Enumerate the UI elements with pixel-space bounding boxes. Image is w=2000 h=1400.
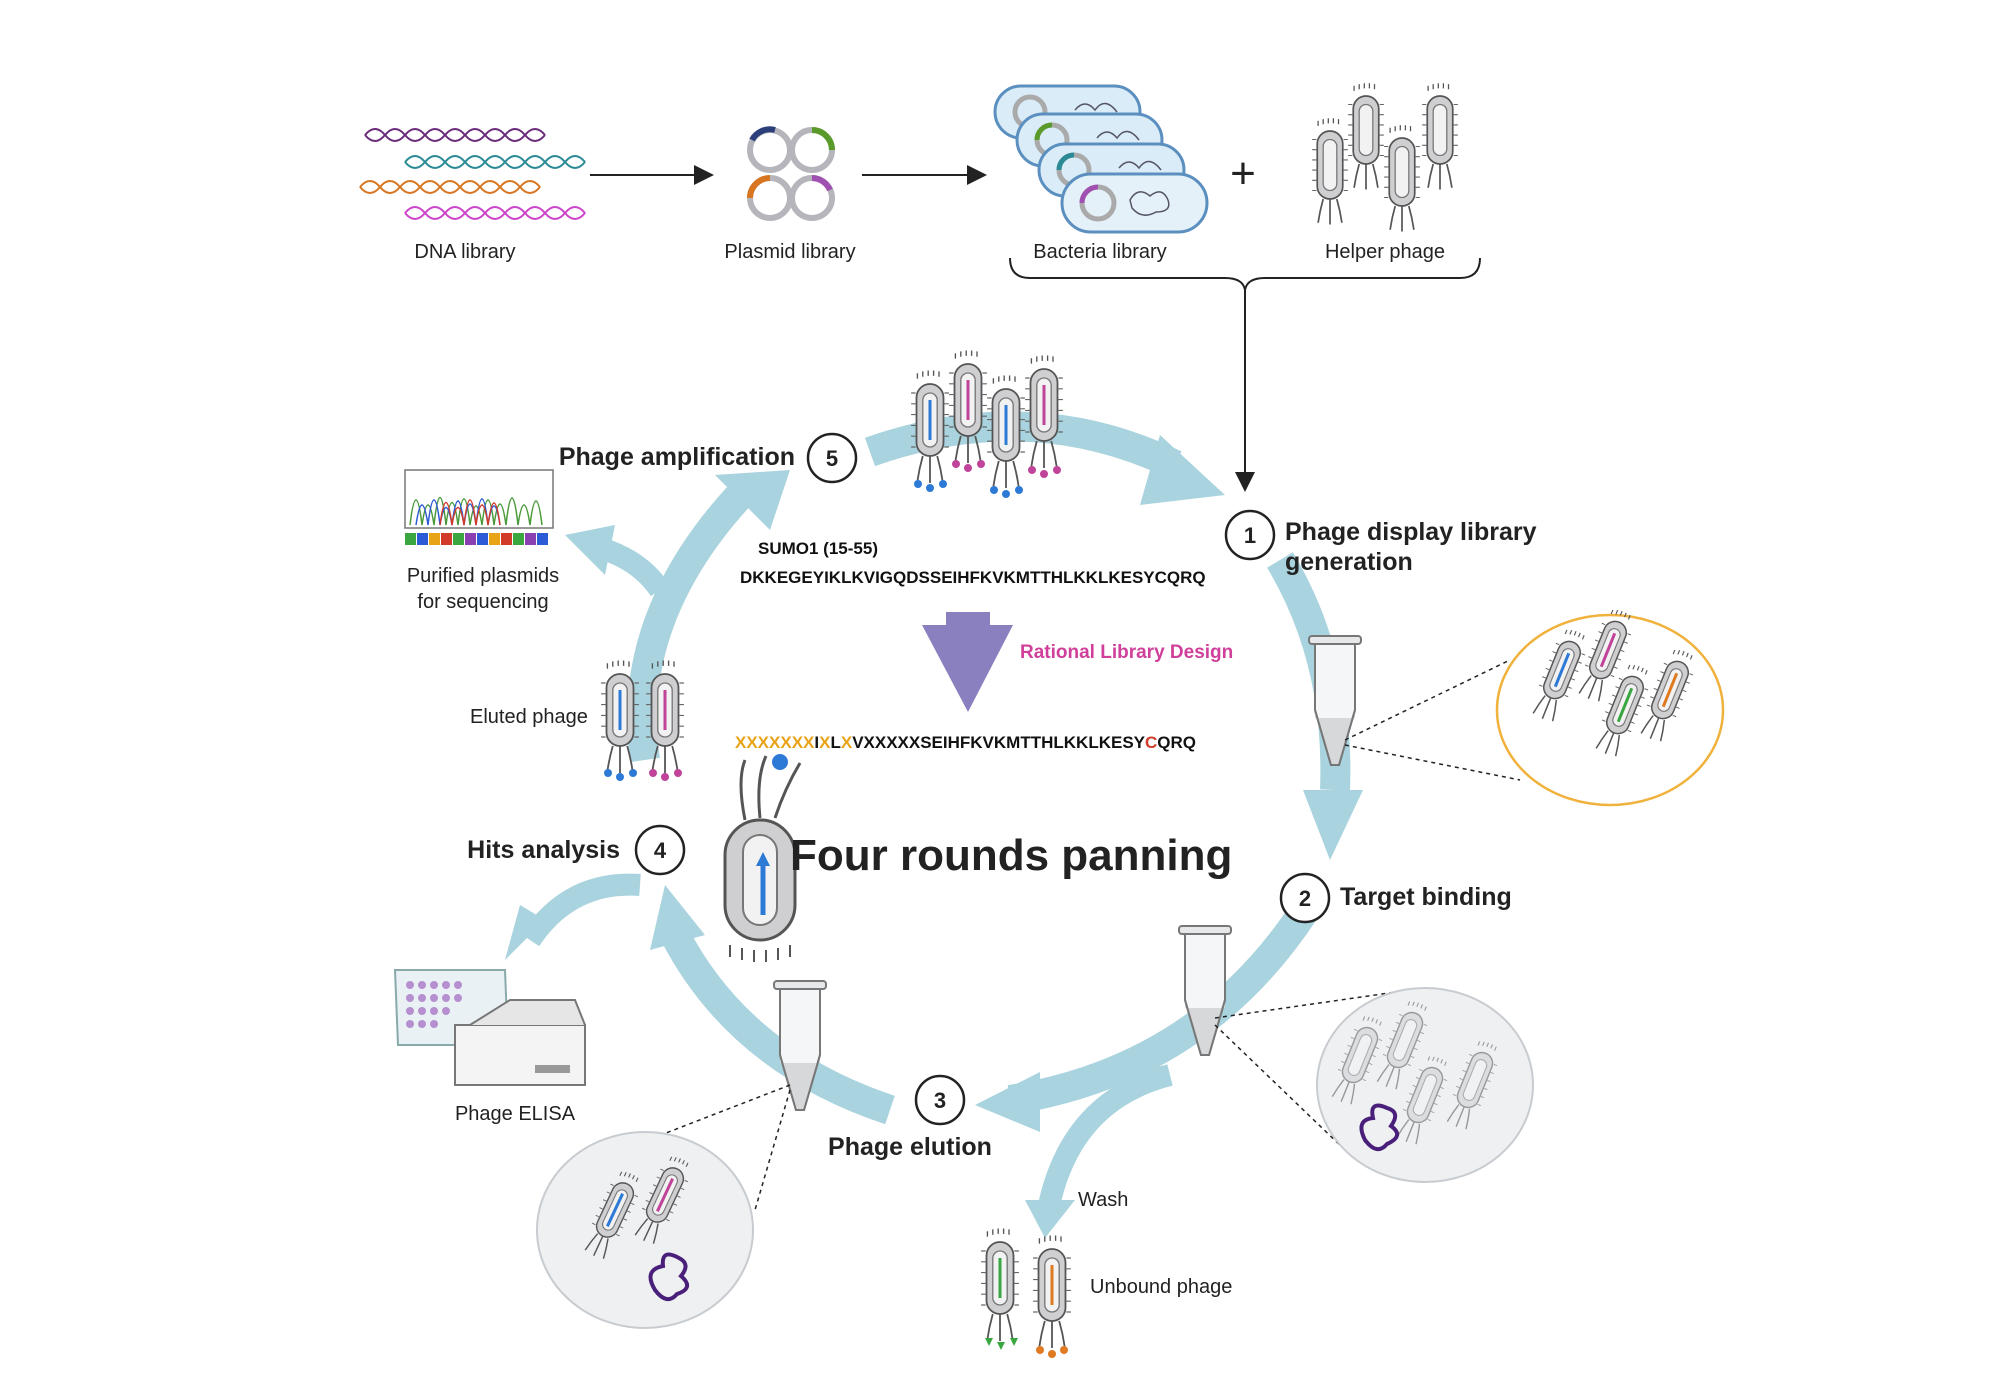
svg-text:2: 2 <box>1299 886 1311 911</box>
purified-plasmids-label-line2: for sequencing <box>417 591 548 613</box>
library-tube-icon <box>1308 635 1362 766</box>
wash-label: Wash <box>1078 1189 1128 1211</box>
large-phage-icon <box>723 754 802 962</box>
eluted-phage-label: Eluted phage <box>470 706 588 728</box>
zoom-line-3b <box>754 1089 791 1211</box>
zoom-line-2b <box>1214 1024 1346 1151</box>
plus-sign: + <box>1230 149 1256 198</box>
chromatogram-icon <box>404 469 554 545</box>
svg-text:5: 5 <box>826 446 838 471</box>
cycle-arrowheads <box>650 435 1363 1132</box>
helper-phage-icon <box>1311 82 1459 233</box>
purified-plasmids-label: Purified plasmids <box>407 565 559 587</box>
zoom-line-2a <box>1214 989 1411 1019</box>
panning-label: Four rounds panning <box>790 831 1232 880</box>
zoom-line-1a <box>1344 659 1511 741</box>
zoom-line-1b <box>1344 744 1521 781</box>
binding-zoom-circle <box>1316 987 1534 1183</box>
sumo-title: SUMO1 (15-55) <box>758 539 878 558</box>
elution-zoom-circle <box>536 1131 754 1329</box>
design-label: Rational Library Design <box>1020 642 1233 663</box>
step-4-label: Hits analysis <box>467 836 620 864</box>
branch-arrowheads <box>505 525 1075 1238</box>
step-1-label-line2: generation <box>1285 548 1413 576</box>
bacteria-library-icon <box>993 84 1209 234</box>
svg-text:1: 1 <box>1244 523 1256 548</box>
step-3-marker: 3 <box>914 1074 966 1126</box>
svg-text:3: 3 <box>934 1088 946 1113</box>
dna-library-label: DNA library <box>414 241 515 263</box>
plasmid-library-label: Plasmid library <box>724 241 855 263</box>
step-1-label: Phage display library <box>1285 518 1537 546</box>
unbound-phages-icon <box>980 1227 1072 1358</box>
step-5-label: Phage amplification <box>559 443 795 471</box>
helper-phage-label: Helper phage <box>1325 241 1445 263</box>
eluted-phages-icon <box>600 659 685 781</box>
plasmid-library-icon <box>750 126 832 218</box>
dna-library-icon <box>359 128 586 220</box>
amplified-phages-icon <box>910 349 1064 498</box>
step-2-label: Target binding <box>1340 883 1512 911</box>
unbound-phage-label: Unbound phage <box>1090 1276 1232 1298</box>
bacteria-library-label: Bacteria library <box>1033 241 1166 263</box>
step-1-marker: 1 <box>1224 509 1276 561</box>
step-3-label: Phage elution <box>828 1133 992 1161</box>
step-5-marker: 5 <box>806 432 858 484</box>
step-4-marker: 4 <box>634 824 686 876</box>
phage-elisa-label: Phage ELISA <box>455 1103 576 1125</box>
step-2-marker: 2 <box>1279 872 1331 924</box>
elisa-plate-reader-icon <box>393 969 586 1086</box>
svg-text:4: 4 <box>654 838 667 863</box>
design-triangle-stem <box>946 612 990 628</box>
library-zoom-circle <box>1495 605 1725 807</box>
design-triangle <box>922 625 1013 712</box>
library-sequence: XXXXXXXIXLXVXXXXXSEIHFKVKMTTHLKKLKESYCQR… <box>735 733 1196 752</box>
sumo-sequence: DKKEGEYIKLKVIGQDSSEIHFKVKMTTHLKKLKESYCQR… <box>740 568 1206 587</box>
